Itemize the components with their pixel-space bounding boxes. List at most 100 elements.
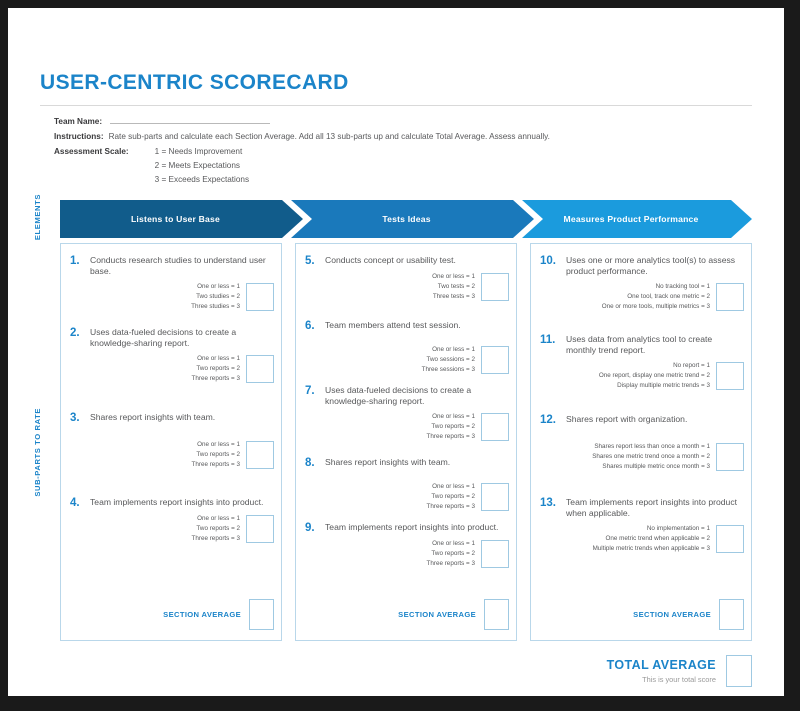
item-4-option-3: Three reports = 3: [191, 535, 240, 543]
item-8: 8. Shares report insights with team. One…: [305, 457, 509, 513]
item-13-number: 13.: [540, 497, 556, 509]
section-average-1-box[interactable]: [249, 599, 274, 630]
item-6-score-box[interactable]: [481, 346, 509, 375]
item-6-option-1: One or less = 1: [432, 346, 475, 354]
item-5-option-3: Three tests = 3: [432, 293, 475, 301]
item-5-number: 5.: [305, 255, 315, 267]
item-6-number: 6.: [305, 320, 315, 332]
section-average-1: SECTION AVERAGE: [70, 599, 274, 630]
item-13-text: Team implements report insights into pro…: [566, 497, 737, 518]
item-13-score-box[interactable]: [716, 525, 744, 554]
section-average-2: SECTION AVERAGE: [305, 599, 509, 630]
item-2-number: 2.: [70, 327, 80, 339]
item-3-option-2: Two reports = 2: [196, 451, 240, 459]
item-12-score-box[interactable]: [716, 443, 744, 472]
section-column-2: 5. Conducts concept or usability test. O…: [295, 243, 517, 641]
section-heading-3: Measures Product Performance: [522, 200, 752, 238]
assessment-scale-row: Assessment Scale: 1 = Needs Improvement …: [54, 147, 754, 190]
item-5-option-2: Two tests = 2: [437, 283, 475, 291]
instructions-row: Instructions: Rate sub-parts and calcula…: [54, 132, 754, 142]
item-7-score-box[interactable]: [481, 413, 509, 442]
item-7-option-2: Two reports = 2: [431, 423, 475, 431]
item-9-text: Team implements report insights into pro…: [325, 522, 499, 532]
total-average-box[interactable]: [726, 655, 752, 687]
item-13-option-2: One metric trend when applicable = 2: [605, 535, 710, 543]
item-1-option-1: One or less = 1: [197, 283, 240, 290]
item-9-option-1: One or less = 1: [432, 540, 475, 548]
item-3-option-1: One or less = 1: [197, 441, 240, 449]
item-10-option-3: One or more tools, multiple metrics = 3: [601, 303, 710, 311]
meta-block: Team Name: Instructions: Rate sub-parts …: [54, 114, 754, 194]
item-7-option-3: Three reports = 3: [426, 433, 475, 441]
team-name-row: Team Name:: [54, 114, 754, 127]
item-13: 13. Team implements report insights into…: [540, 497, 744, 555]
team-name-label: Team Name:: [54, 117, 103, 126]
item-13-option-3: Multiple metric trends when applicable =…: [592, 545, 710, 553]
section-average-2-box[interactable]: [484, 599, 509, 630]
item-12-option-2: Shares one metric trend once a month = 2: [592, 453, 710, 461]
item-13-options: No implementation = 1 One metric trend w…: [593, 524, 710, 555]
item-7-options: One or less = 1 Two reports = 2 Three re…: [427, 412, 475, 443]
item-7-number: 7.: [305, 385, 315, 397]
item-1-option-3: Three studies = 3: [191, 303, 240, 311]
item-9-option-2: Two reports = 2: [431, 550, 475, 558]
item-8-option-1: One or less = 1: [432, 483, 475, 491]
item-12-option-3: Shares multiple metric once month = 3: [602, 463, 710, 471]
item-9-options: One or less = 1 Two reports = 2 Three re…: [427, 539, 475, 570]
page-title: USER-CENTRIC SCORECARD: [40, 71, 349, 94]
section-heading-2: Tests Ideas: [291, 200, 534, 238]
item-1-option-2: Two studies = 2: [196, 293, 240, 301]
side-label-elements: ELEMENTS: [33, 194, 42, 241]
item-2-option-3: Three reports = 3: [191, 375, 240, 383]
item-9-score-box[interactable]: [481, 540, 509, 569]
section-average-3-label: SECTION AVERAGE: [633, 610, 711, 619]
item-10-score-box[interactable]: [716, 283, 744, 312]
item-8-number: 8.: [305, 457, 315, 469]
item-3-option-3: Three reports = 3: [191, 461, 240, 469]
item-3-score-box[interactable]: [246, 441, 274, 470]
total-average-label: TOTAL AVERAGE: [606, 658, 716, 672]
side-label-subparts: SUB-PARTS TO RATE: [33, 408, 42, 497]
section-heading-2-label: Tests Ideas: [382, 214, 431, 224]
item-1-options: One or less = 1 Two studies = 2 Three st…: [191, 282, 240, 313]
item-6-text: Team members attend test session.: [325, 320, 461, 330]
section-column-3: 10. Uses one or more analytics tool(s) t…: [530, 243, 752, 641]
item-2-score-box[interactable]: [246, 355, 274, 384]
item-1-score-box[interactable]: [246, 283, 274, 312]
item-10-option-1: No tracking tool = 1: [655, 283, 710, 290]
item-12-option-1: Shares report less than once a month = 1: [594, 443, 710, 451]
item-11-option-1: No report = 1: [673, 362, 710, 369]
item-5-score-box[interactable]: [481, 273, 509, 302]
section-average-3: SECTION AVERAGE: [540, 599, 744, 630]
item-7-text: Uses data-fueled decisions to create a k…: [325, 385, 472, 406]
item-2-option-2: Two reports = 2: [196, 365, 240, 373]
item-1: 1. Conducts research studies to understa…: [70, 255, 274, 313]
item-4-option-2: Two reports = 2: [196, 525, 240, 533]
item-11-score-box[interactable]: [716, 362, 744, 391]
item-7: 7. Uses data-fueled decisions to create …: [305, 385, 509, 443]
section-average-3-box[interactable]: [719, 599, 744, 630]
item-2-option-1: One or less = 1: [197, 355, 240, 362]
item-4-options: One or less = 1 Two reports = 2 Three re…: [192, 514, 240, 545]
item-12: 12. Shares report with organization. Sha…: [540, 414, 744, 473]
item-2-text: Uses data-fueled decisions to create a k…: [90, 327, 237, 348]
item-8-score-box[interactable]: [481, 483, 509, 512]
item-1-text: Conducts research studies to understand …: [90, 255, 266, 276]
item-11: 11. Uses data from analytics tool to cre…: [540, 334, 744, 392]
item-5-option-1: One or less = 1: [432, 273, 475, 281]
item-11-number: 11.: [540, 334, 556, 346]
total-average-texts: TOTAL AVERAGE This is your total score: [607, 658, 716, 684]
item-7-option-1: One or less = 1: [432, 413, 475, 420]
item-3: 3. Shares report insights with team. One…: [70, 412, 274, 471]
item-6: 6. Team members attend test session. One…: [305, 320, 509, 376]
section-heading-1: Listens to User Base: [60, 200, 303, 238]
item-10: 10. Uses one or more analytics tool(s) t…: [540, 255, 744, 313]
item-5-options: One or less = 1 Two tests = 2 Three test…: [432, 272, 475, 303]
assessment-scale-list: 1 = Needs Improvement 2 = Meets Expectat…: [155, 147, 249, 190]
item-10-number: 10.: [540, 255, 556, 267]
team-name-input[interactable]: [110, 114, 271, 124]
item-3-text: Shares report insights with team.: [90, 412, 216, 422]
item-4-score-box[interactable]: [246, 515, 274, 544]
item-8-options: One or less = 1 Two reports = 2 Three re…: [427, 482, 475, 513]
assessment-scale-label: Assessment Scale:: [54, 146, 129, 156]
